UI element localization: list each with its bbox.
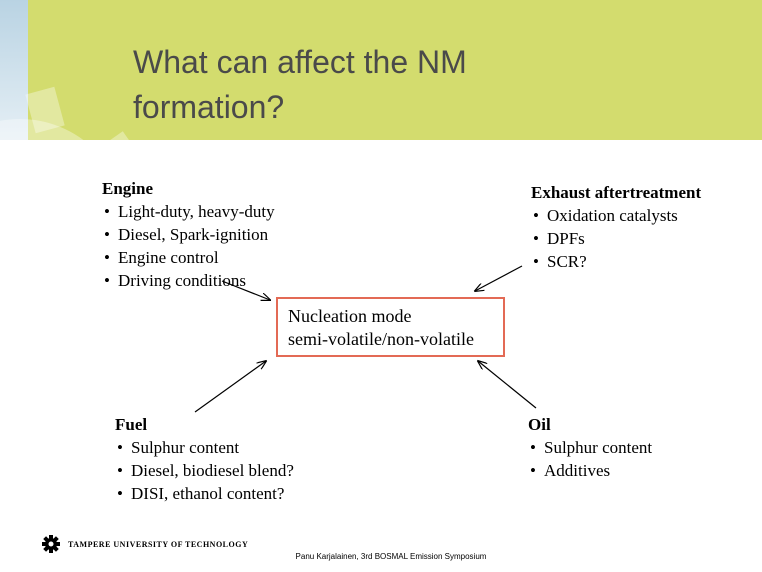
arrow-fuel [194,361,266,413]
list-item: Engine control [102,246,275,269]
fuel-factors: Fuel Sulphur content Diesel, biodiesel b… [115,414,294,505]
list-item: Sulphur content [528,436,652,459]
list-item: DISI, ethanol content? [115,482,294,505]
exhaust-factors: Exhaust aftertreatment Oxidation catalys… [531,182,701,273]
list-item: DPFs [531,227,701,250]
center-box-line-1: Nucleation mode [288,306,412,326]
oil-factors: Oil Sulphur content Additives [528,414,652,482]
fuel-heading: Fuel [115,415,148,434]
gear-logo-icon [42,535,60,553]
arrow-exhaust [475,265,523,291]
oil-heading: Oil [528,415,551,434]
university-logo: TAMPERE UNIVERSITY OF TECHNOLOGY [40,535,248,553]
title-banner [0,0,762,140]
exhaust-heading: Exhaust aftertreatment [531,183,702,202]
exhaust-list: Oxidation catalysts DPFs SCR? [531,204,701,273]
list-item: SCR? [531,250,701,273]
list-item: Sulphur content [115,436,294,459]
slide-title: What can affect the NM formation? [133,44,467,125]
list-item: Diesel, biodiesel blend? [115,459,294,482]
list-item: Oxidation catalysts [531,204,701,227]
arrow-oil [478,361,537,409]
center-box-line-2: semi-volatile/non-volatile [288,329,474,349]
engine-heading: Engine [102,179,154,198]
list-item: Additives [528,459,652,482]
left-accent-strip [0,0,28,140]
nucleation-mode-box: Nucleation mode semi-volatile/non-volati… [276,297,505,357]
engine-list: Light-duty, heavy-duty Diesel, Spark-ign… [102,200,275,292]
engine-factors: Engine Light-duty, heavy-duty Diesel, Sp… [102,178,275,292]
list-item: Light-duty, heavy-duty [102,200,275,223]
footer-credit: Panu Karjalainen, 3rd BOSMAL Emission Sy… [295,552,487,561]
arrow-engine [221,280,270,300]
fuel-list: Sulphur content Diesel, biodiesel blend?… [115,436,294,505]
oil-list: Sulphur content Additives [528,436,652,482]
list-item: Driving conditions [102,269,275,292]
list-item: Diesel, Spark-ignition [102,223,275,246]
university-name: TAMPERE UNIVERSITY OF TECHNOLOGY [68,539,249,549]
